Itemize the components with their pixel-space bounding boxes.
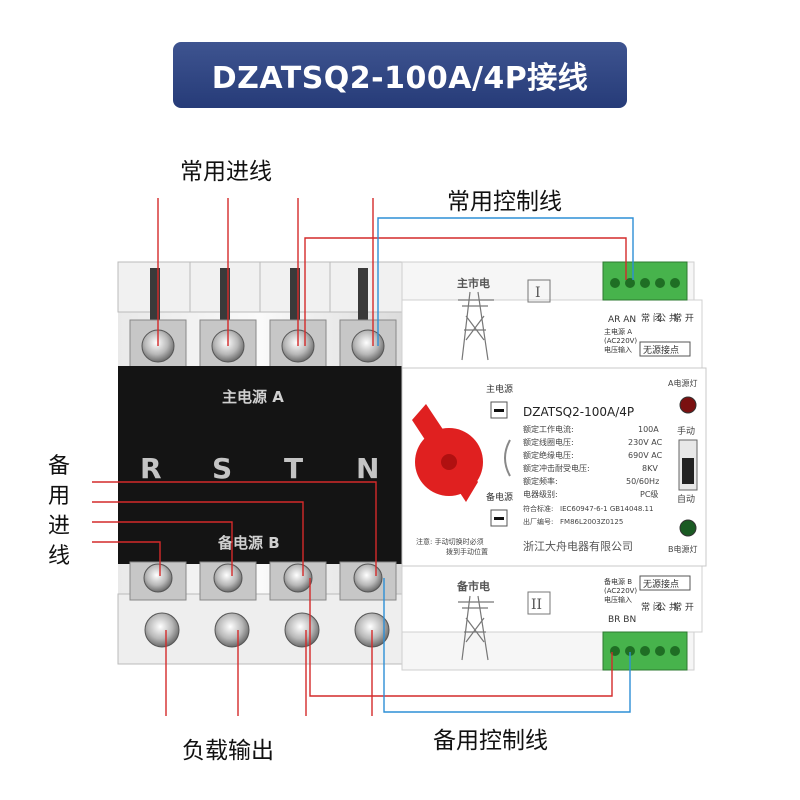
voltage-line: (AC220V) xyxy=(604,587,637,595)
screw-icon xyxy=(283,563,313,593)
screw-icon xyxy=(144,612,180,648)
phase-t: T xyxy=(284,452,303,485)
roman-box xyxy=(527,279,551,303)
spec-value: PC级 xyxy=(640,489,658,499)
phase-n: N xyxy=(356,452,379,485)
load-output-label: 负载输出 xyxy=(182,738,274,764)
screw-icon xyxy=(143,563,173,593)
contact-col: 常 闭 xyxy=(641,312,662,324)
screw-icon xyxy=(353,563,383,593)
grid-label: 主市电 xyxy=(457,276,490,290)
spec-key: 额定频率: xyxy=(523,476,558,486)
voltage-line: 主电源 A xyxy=(604,327,632,336)
spec-key: 额定工作电流: xyxy=(523,424,574,434)
page-title: DZATSQ2-100A/4P接线 xyxy=(211,61,589,96)
screw-icon xyxy=(214,612,250,648)
backup-control-wire-blue xyxy=(383,578,631,713)
pylon-icon xyxy=(458,595,494,661)
spec-key: 符合标准: xyxy=(523,504,553,513)
terminal-names: AR AN xyxy=(608,315,636,325)
contact-col: 公 共 xyxy=(657,313,678,324)
spec-key: 电器级别: xyxy=(523,489,558,499)
pylon-icon xyxy=(458,291,494,361)
manufacturer-text: 浙江大舟电器有限公司 xyxy=(523,539,633,553)
spec-key: 额定绝缘电压: xyxy=(523,450,574,460)
backup-switch-label: 备电源 xyxy=(486,491,513,503)
note-text: 注意: 手动切换时必须 xyxy=(416,537,484,546)
note-text: 拨到手动位置 xyxy=(446,547,488,556)
spec-value: IEC60947-6-1 GB14048.11 xyxy=(560,505,653,513)
contact-title: 无源接点 xyxy=(643,578,679,590)
model-text: DZATSQ2-100A/4P xyxy=(523,405,634,419)
rotary-handle[interactable] xyxy=(412,404,483,502)
b-lamp-icon xyxy=(679,519,697,537)
contact-col: 常 闭 xyxy=(641,601,662,613)
roman-numeral: I xyxy=(535,285,541,301)
backup-input-char: 进 xyxy=(47,514,70,539)
roman-numeral: II xyxy=(531,597,542,613)
backup-input-char: 线 xyxy=(47,544,70,569)
spec-value: 8KV xyxy=(642,464,658,473)
main-input-wires xyxy=(157,198,374,346)
main-input-label: 常用进线 xyxy=(180,159,272,185)
backup-input-label: 备 用 进 线 xyxy=(44,452,74,572)
load-output-wires xyxy=(165,630,373,716)
backup-input-char: 用 xyxy=(47,484,70,509)
main-control-label: 常用控制线 xyxy=(447,189,562,215)
spec-value: 100A xyxy=(638,425,659,434)
phase-s: S xyxy=(212,452,232,485)
contact-col: 常 开 xyxy=(673,601,694,613)
contact-col: 公 共 xyxy=(657,602,678,613)
screw-icon xyxy=(284,612,320,648)
main-power-text: 主电源 A xyxy=(222,388,284,406)
voltage-line: 电压输入 xyxy=(604,595,632,604)
spec-value: 230V AC xyxy=(628,438,663,447)
voltage-line: 备电源 B xyxy=(604,577,632,586)
backup-control-wire-red xyxy=(309,578,613,697)
spec-key: 额定线圈电压: xyxy=(523,437,574,447)
voltage-line: 电压输入 xyxy=(604,345,632,354)
a-lamp-label: A电源灯 xyxy=(668,378,697,388)
backup-input-wires xyxy=(92,481,377,576)
contact-title-box xyxy=(639,341,691,357)
screw-icon xyxy=(351,329,385,363)
bottom-module: II 备市电 备电源 B (AC220V) 电压输入 BR BN 无源接点 常 … xyxy=(456,575,694,671)
contact-title: 无源接点 xyxy=(643,344,679,356)
spec-key: 额定冲击耐受电压: xyxy=(523,463,590,473)
spec-value: FM86L2003Z0125 xyxy=(560,518,623,526)
page-title-banner: DZATSQ2-100A/4P接线 xyxy=(173,42,627,108)
auto-label: 自动 xyxy=(677,493,695,505)
backup-input-char: 备 xyxy=(47,454,70,479)
main-control-wire-blue xyxy=(377,217,634,346)
screw-icon xyxy=(213,563,243,593)
main-control-wire-red xyxy=(304,237,627,346)
spec-value: 50/60Hz xyxy=(626,477,659,486)
spec-key: 出厂编号: xyxy=(523,517,553,526)
phase-r: R xyxy=(140,452,162,485)
grid-label: 备市电 xyxy=(456,579,490,593)
manual-label: 手动 xyxy=(677,425,695,437)
backup-control-label: 备用控制线 xyxy=(433,728,548,754)
a-lamp-icon xyxy=(679,396,697,414)
backup-power-text: 备电源 B xyxy=(217,534,280,552)
spec-value: 690V AC xyxy=(628,451,663,460)
terminal-names: BR BN xyxy=(608,615,636,625)
front-panel: 主电源 备电源 DZATSQ2-100A/4P 额定工作电流: 100A 额定线… xyxy=(412,378,698,556)
contact-col: 常 开 xyxy=(673,312,694,324)
b-lamp-label: B电源灯 xyxy=(668,544,698,554)
black-cover xyxy=(118,366,402,564)
rotate-arrow-icon xyxy=(504,439,511,477)
voltage-line: (AC220V) xyxy=(604,337,637,345)
contact-title-box xyxy=(639,575,691,591)
roman-box xyxy=(527,591,551,615)
main-switch-label: 主电源 xyxy=(486,383,513,395)
top-module: I 主市电 AR AN 主电源 A (AC220V) 电压输入 常 闭 公 共 … xyxy=(457,261,694,361)
